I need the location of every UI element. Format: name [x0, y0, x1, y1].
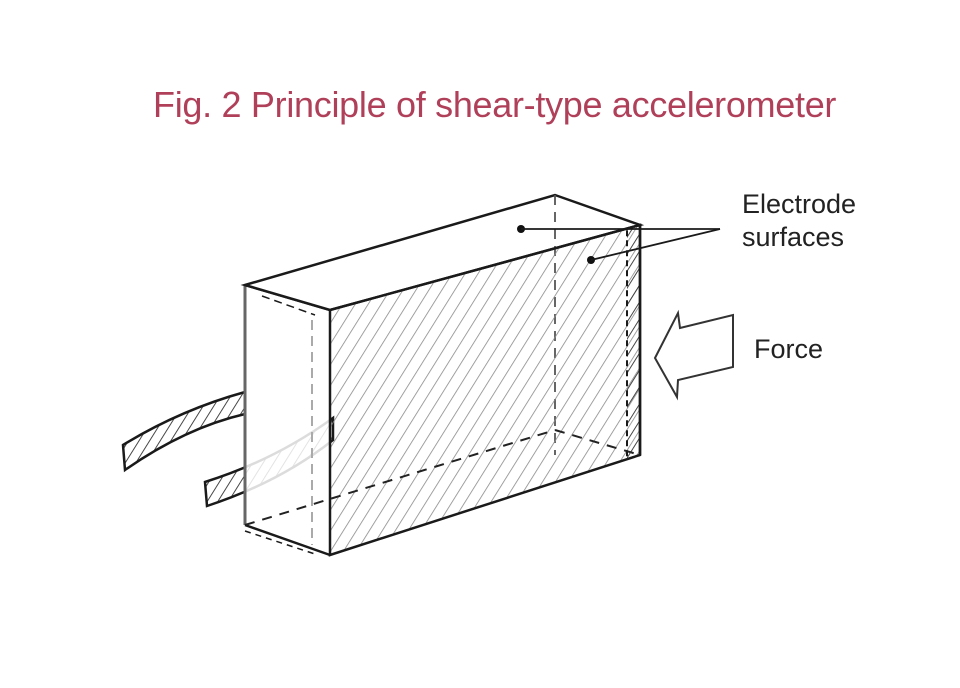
electrode-surfaces-label: Electrode surfaces	[742, 188, 856, 254]
electrode-strip	[626, 223, 642, 461]
force-label: Force	[754, 334, 824, 364]
figure-title: Fig. 2 Principle of shear-type accelerom…	[153, 84, 837, 125]
force-arrow-icon	[653, 309, 734, 401]
electrode-label-line1: Electrode	[742, 189, 857, 219]
electrode-label-line2: surfaces	[742, 222, 845, 252]
electrode-leader-lines	[517, 225, 721, 264]
lead-wire-upper	[121, 390, 247, 473]
block-left-face	[243, 283, 331, 557]
